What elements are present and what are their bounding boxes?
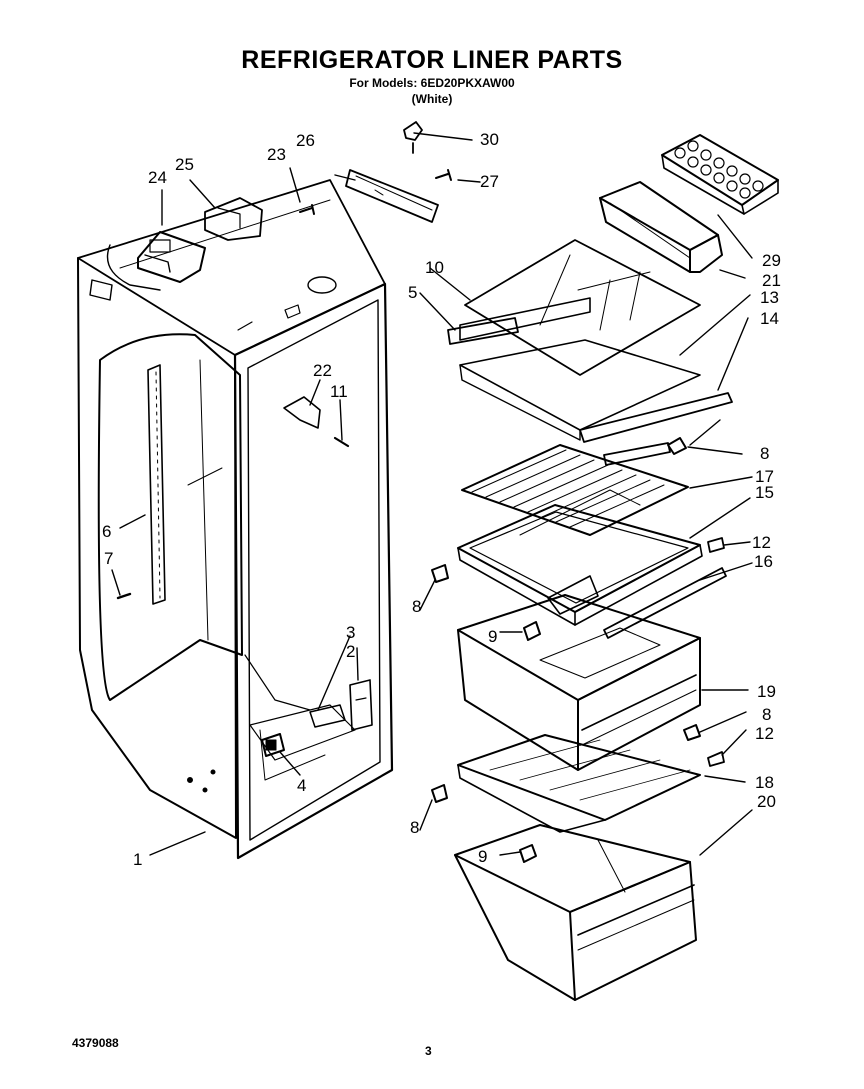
screw-23: [299, 204, 315, 215]
callout-10: 10: [425, 258, 444, 277]
callout-8-top: 8: [760, 444, 769, 463]
clip-9b: [519, 844, 537, 863]
screw-7: [116, 592, 132, 600]
callout-19: 19: [757, 682, 776, 701]
trim-12b: [707, 751, 725, 767]
clip-8c: [683, 724, 701, 741]
callout-7: 7: [104, 549, 113, 568]
page-title: REFRIGERATOR LINER PARTS: [241, 46, 623, 74]
screw-27: [435, 169, 452, 181]
lower-shelf-18: [457, 734, 701, 833]
crisper-pan-20: [454, 824, 697, 1001]
callout-11: 11: [330, 382, 348, 401]
callout-9-upper: 9: [488, 627, 497, 646]
glass-shelf-13: [464, 239, 701, 376]
cover-2: [349, 679, 373, 731]
hinge-plate-26: [345, 169, 439, 223]
callout-21: 21: [762, 271, 781, 290]
callout-27: 27: [480, 172, 499, 191]
lamp-socket-4: [261, 733, 285, 757]
callout-8-left-lower: 8: [410, 818, 419, 837]
callout-3: 3: [346, 623, 355, 642]
callout-30: 30: [480, 130, 499, 149]
shelf-trim-5: [447, 317, 519, 345]
wire-shelf-17: [461, 444, 689, 536]
callout-26: 26: [296, 131, 315, 150]
control-housing-24: [137, 231, 206, 283]
models-line: For Models: 6ED20PKXAW00: [349, 76, 515, 90]
crisper-pan-19: [457, 575, 701, 771]
liner-cabinet: [77, 179, 394, 860]
callout-20: 20: [757, 792, 776, 811]
shelf-frame-15: [457, 489, 703, 626]
shelf-frame-10: [459, 297, 591, 341]
trim-strip-upper: [603, 442, 671, 466]
trim-12a: [707, 537, 725, 553]
screw-11: [333, 436, 350, 448]
callout-15: 15: [755, 483, 774, 502]
callout-13: 13: [760, 288, 779, 307]
callout-29: 29: [762, 251, 781, 270]
callout-24: 24: [148, 168, 167, 187]
callout-18: 18: [755, 773, 774, 792]
callout-22: 22: [313, 361, 332, 380]
clip-8d: [431, 784, 448, 803]
callout-8-left-upper: 8: [412, 597, 421, 616]
clip-8a: [667, 437, 687, 455]
callout-16: 16: [754, 552, 773, 571]
callout-6: 6: [102, 522, 111, 541]
bracket-3: [309, 704, 346, 728]
clip-30: [403, 121, 423, 154]
callout-14: 14: [760, 309, 779, 328]
callout-8-right-lower: 8: [762, 705, 771, 724]
bracket-22: [283, 396, 321, 429]
clip-9a: [523, 621, 541, 641]
callout-9-lower: 9: [478, 847, 487, 866]
callout-2: 2: [346, 642, 355, 661]
shelf-tray-13-base: [459, 339, 701, 441]
callout-1: 1: [133, 850, 142, 869]
shelf-trim-14: [579, 392, 733, 443]
callout-12-lower: 12: [755, 724, 774, 743]
bracket-25: [204, 197, 263, 241]
leader-lines: [111, 132, 753, 856]
callout-12-upper: 12: [752, 533, 771, 552]
callout-25: 25: [175, 155, 194, 174]
document-number: 4379088: [72, 1036, 119, 1050]
ice-tray-29: [661, 134, 779, 215]
callout-4: 4: [297, 776, 306, 795]
callout-labels: 1 2 3 4 5 6 7 8 8 8 8 9 9 10 11 12 12 13…: [102, 130, 781, 869]
page-number: 3: [425, 1044, 432, 1058]
callout-5: 5: [408, 283, 417, 302]
ice-bin-21: [599, 181, 723, 273]
callout-23: 23: [267, 145, 286, 164]
trim-16: [603, 567, 727, 639]
callout-17: 17: [755, 467, 774, 486]
color-line: (White): [411, 92, 453, 106]
clip-8b: [431, 564, 449, 583]
